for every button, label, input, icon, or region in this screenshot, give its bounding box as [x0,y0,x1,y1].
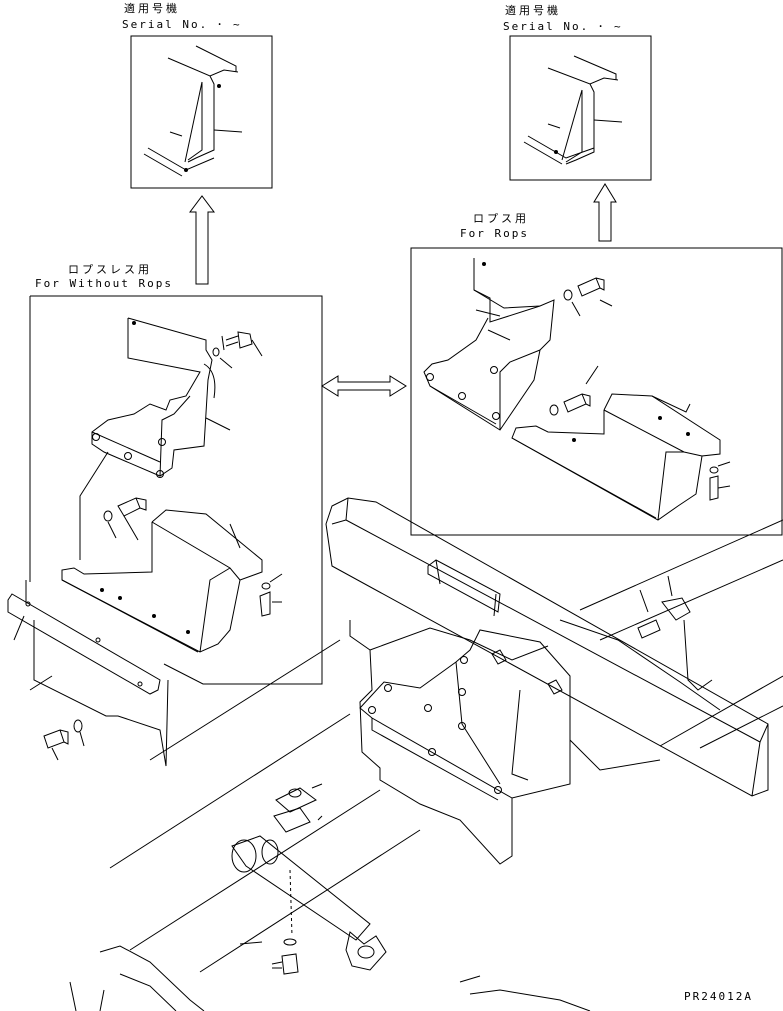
without-rops-jp-label: ロプスレス用 [68,263,152,276]
right-up-arrow [594,184,616,241]
right-serial-detail-box [510,36,651,180]
right-serial-en-label: Serial No. ･ ~ [503,20,623,33]
left-up-arrow [190,196,214,284]
left-serial-en-label: Serial No. ･ ~ [122,18,242,31]
main-frame [70,498,783,1011]
fender-plate [8,580,168,766]
left-serial-jp-label: 適用号機 [124,2,180,15]
rops-jp-label: ロプス用 [473,212,529,225]
without-rops-en-label: For Without Rops [35,277,173,290]
right-serial-jp-label: 適用号機 [505,4,561,17]
without-rops-detail-box [30,296,322,684]
drawing-code: PR24012A [684,990,753,1003]
rops-en-label: For Rops [460,227,529,240]
double-arrow [322,376,406,396]
left-serial-detail-box [131,36,272,188]
rops-detail-box [411,248,782,535]
